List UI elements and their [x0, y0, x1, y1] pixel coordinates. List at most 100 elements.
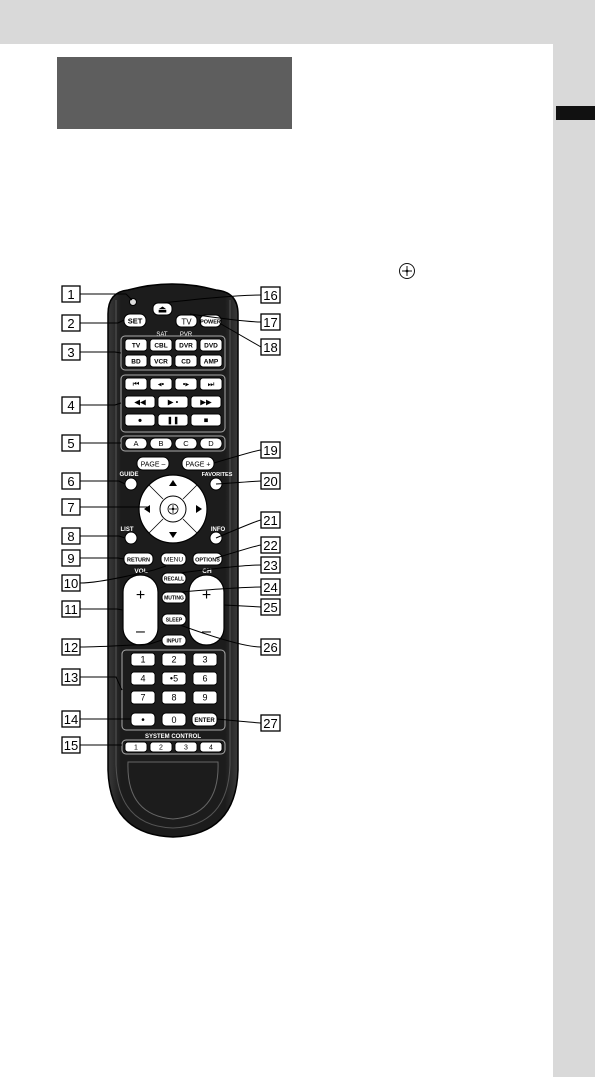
- callout-21-leader: [215, 519, 262, 539]
- callout-5: 5: [61, 434, 121, 452]
- abcd-button-c-label: C: [183, 439, 189, 448]
- device-button-cd[interactable]: CD: [174, 354, 198, 368]
- list-button[interactable]: [124, 531, 138, 545]
- callout-9-leader: [80, 557, 125, 560]
- transport-button-6-label: ▶▶: [200, 398, 213, 407]
- device-button-amp[interactable]: AMP: [199, 354, 223, 368]
- transport-button-9[interactable]: ■: [190, 413, 222, 427]
- callout-15-number: 15: [64, 738, 78, 753]
- system-control-button-3[interactable]: 3: [174, 741, 198, 753]
- device-button-dvr[interactable]: DVR: [174, 338, 198, 352]
- remote-body-inner-edge: [115, 300, 231, 829]
- callout-7: 7: [61, 498, 149, 516]
- nav-down-arrow-icon[interactable]: [169, 532, 177, 538]
- keypad-button-3-label: 3: [202, 655, 207, 665]
- return-button[interactable]: RETURN: [123, 552, 154, 566]
- keypad-button-9[interactable]: 9: [192, 690, 218, 705]
- guide-label: GUIDE: [119, 472, 138, 478]
- dot-button[interactable]: •: [130, 712, 156, 727]
- nav-up-arrow-icon[interactable]: [169, 480, 177, 486]
- system-control-button-4[interactable]: 4: [199, 741, 223, 753]
- callout-4: 4: [61, 396, 122, 414]
- device-button-bd-label: BD: [131, 358, 141, 365]
- zero-button[interactable]: 0: [161, 712, 187, 727]
- abcd-button-d[interactable]: D: [199, 437, 223, 450]
- keypad-button-1[interactable]: 1: [130, 652, 156, 667]
- device-button-cbl[interactable]: CBL: [149, 338, 173, 352]
- device-button-tv[interactable]: TV: [124, 338, 148, 352]
- callout-1-number: 1: [67, 287, 74, 302]
- transport-button-7[interactable]: ●: [124, 413, 156, 427]
- transport-button-2[interactable]: •▸: [174, 377, 198, 391]
- vol-minus-label: –: [136, 623, 145, 640]
- transport-button-0[interactable]: ⏮: [124, 377, 148, 391]
- page-down-button[interactable]: PAGE –: [136, 456, 170, 471]
- transport-button-6[interactable]: ▶▶: [190, 395, 222, 409]
- keypad-button-2[interactable]: 2: [161, 652, 187, 667]
- eject-icon: ⏏: [158, 305, 167, 316]
- page-up-button[interactable]: PAGE +: [181, 456, 215, 471]
- abcd-button-a-label: A: [133, 439, 138, 448]
- volume-rocker[interactable]: + –: [122, 574, 159, 646]
- nav-enter-button[interactable]: [167, 503, 179, 515]
- callout-1-leader: [80, 293, 133, 301]
- callout-16-number: 16: [263, 288, 277, 303]
- eject-button[interactable]: ⏏: [152, 302, 173, 316]
- system-control-button-1[interactable]: 1: [124, 741, 148, 753]
- vol-label: VOL: [134, 568, 147, 575]
- sleep-button[interactable]: SLEEP: [161, 613, 187, 626]
- callout-18-leader: [220, 323, 262, 348]
- device-button-bd[interactable]: BD: [124, 354, 148, 368]
- keypad-button-4[interactable]: 4: [130, 671, 156, 686]
- tv-button[interactable]: TV: [175, 314, 198, 328]
- callout-7-number: 7: [67, 500, 74, 515]
- battery-cover-outline: [127, 761, 219, 820]
- callout-23-number: 23: [263, 558, 277, 573]
- callout-3-leader: [80, 351, 122, 354]
- side-margin-band: [553, 44, 595, 1077]
- callout-27-number: 27: [263, 716, 277, 731]
- recall-button[interactable]: RECALL: [161, 572, 187, 585]
- transport-button-5-label: ▶ •: [168, 398, 179, 407]
- keypad-button-3[interactable]: 3: [192, 652, 218, 667]
- callout-16: 16: [161, 286, 281, 304]
- enter-button[interactable]: ENTER: [191, 712, 218, 727]
- callout-3-number: 3: [67, 345, 74, 360]
- abcd-button-c[interactable]: C: [174, 437, 198, 450]
- device-button-amp-label: AMP: [204, 358, 219, 365]
- tactile-dot-icon: [399, 263, 415, 279]
- navigation-pad: [138, 474, 208, 544]
- callout-9-number: 9: [67, 551, 74, 566]
- transport-button-5[interactable]: ▶ •: [157, 395, 189, 409]
- keypad-button-5[interactable]: •5: [161, 671, 187, 686]
- guide-button[interactable]: [124, 477, 138, 491]
- keypad-button-8[interactable]: 8: [161, 690, 187, 705]
- menu-button[interactable]: MENU: [160, 552, 187, 566]
- input-button[interactable]: INPUT: [161, 634, 187, 647]
- callout-21-number: 21: [263, 513, 277, 528]
- list-label: LIST: [121, 527, 134, 533]
- channel-rocker[interactable]: + –: [188, 574, 225, 646]
- transport-button-1[interactable]: ◂•: [149, 377, 173, 391]
- recall-label: RECALL: [164, 577, 184, 583]
- callout-15: 15: [61, 736, 122, 754]
- set-button[interactable]: SET: [123, 313, 147, 328]
- options-button[interactable]: OPTIONS: [192, 552, 223, 566]
- nav-right-arrow-icon[interactable]: [196, 505, 202, 513]
- transport-button-4[interactable]: ◀◀: [124, 395, 156, 409]
- muting-button[interactable]: MUTING: [161, 591, 187, 604]
- abcd-button-a[interactable]: A: [124, 437, 148, 450]
- transport-button-8[interactable]: ❚❚: [157, 413, 189, 427]
- callout-20-leader: [215, 480, 262, 485]
- keypad-button-7[interactable]: 7: [130, 690, 156, 705]
- device-button-vcr[interactable]: VCR: [149, 354, 173, 368]
- system-control-button-3-label: 3: [184, 745, 188, 752]
- system-control-button-2[interactable]: 2: [149, 741, 173, 753]
- abcd-button-b[interactable]: B: [149, 437, 173, 450]
- transport-button-3[interactable]: ⏭: [199, 377, 223, 391]
- device-button-dvd[interactable]: DVD: [199, 338, 223, 352]
- return-label: RETURN: [127, 558, 150, 564]
- keypad-button-6[interactable]: 6: [192, 671, 218, 686]
